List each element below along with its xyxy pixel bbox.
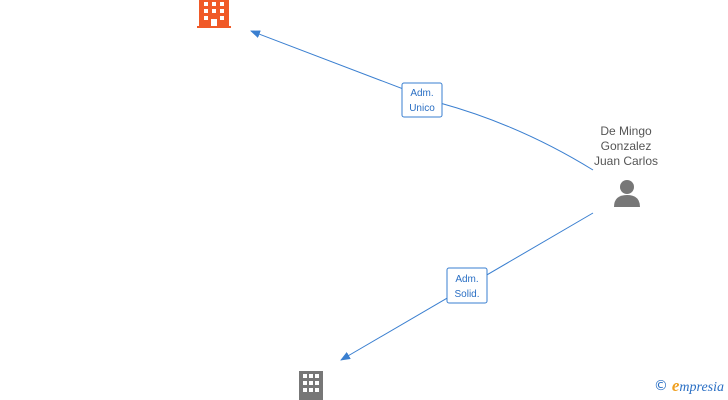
empresia-watermark: © empresia [654,376,724,396]
brand-initial: e [671,376,680,395]
brand-logo: empresia [672,376,724,396]
copyright-symbol: © [653,378,668,394]
person-name-line-2: Gonzalez [601,139,652,153]
building-icon [299,371,323,400]
building-icon [197,0,231,28]
brand-rest: mpresia [679,380,724,395]
person-icon [614,180,640,207]
edge-label-adm-unico: Adm. Unico [401,82,443,118]
edge-adm-unico [250,30,594,171]
edge-label-adm-unico-line-2: Unico [409,103,435,114]
person-name-line-1: De Mingo [600,124,652,138]
person-node[interactable]: De Mingo Gonzalez Juan Carlos [594,124,658,207]
company-top-node[interactable] [197,0,231,28]
edge-label-adm-solid: Adm. Solid. [446,267,488,304]
company-bottom-node[interactable] [299,371,323,400]
edge-label-adm-unico-line-1: Adm. [410,88,433,99]
person-name-line-3: Juan Carlos [594,154,658,168]
edge-label-adm-solid-line-1: Adm. [455,274,478,285]
edge-label-adm-solid-line-2: Solid. [454,289,479,300]
